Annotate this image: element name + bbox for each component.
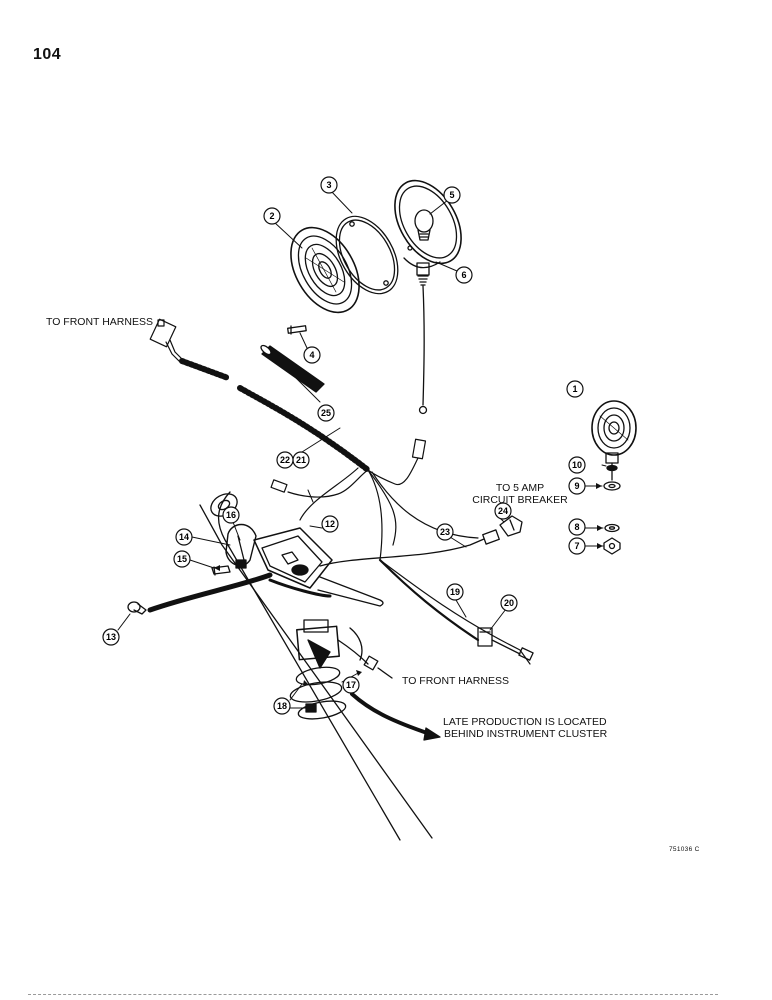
callout-4: 4 — [303, 346, 321, 364]
callout-18: 18 — [273, 697, 291, 715]
label-to-front-harness-top: TO FRONT HARNESS — [46, 316, 153, 328]
steering-column — [199, 491, 433, 841]
svg-text:4: 4 — [309, 350, 314, 360]
svg-text:7: 7 — [574, 541, 579, 551]
callout-7: 7 — [568, 537, 586, 555]
callout-5: 5 — [443, 186, 461, 204]
leader-lines — [117, 189, 607, 709]
callout-23: 23 — [436, 523, 454, 541]
svg-text:18: 18 — [277, 701, 287, 711]
signal-switch — [253, 527, 384, 607]
svg-text:16: 16 — [226, 510, 236, 520]
callout-17: 17 — [342, 676, 360, 694]
breaker-lead — [319, 515, 523, 567]
svg-text:3: 3 — [326, 180, 331, 190]
switch-terminal — [378, 558, 534, 661]
callout-16: 16 — [222, 506, 240, 524]
svg-text:12: 12 — [325, 519, 335, 529]
svg-text:2: 2 — [269, 211, 274, 221]
svg-text:6: 6 — [461, 270, 466, 280]
label-breaker-line1: TO 5 AMP — [495, 482, 545, 494]
callout-8: 8 — [568, 518, 586, 536]
leader-arrows — [214, 483, 603, 685]
svg-text:22: 22 — [280, 455, 290, 465]
svg-text:14: 14 — [179, 532, 189, 542]
side-lamp — [591, 400, 637, 481]
svg-text:21: 21 — [296, 455, 306, 465]
switch-clamp — [225, 523, 257, 569]
callout-22: 22 — [276, 451, 294, 469]
svg-text:9: 9 — [574, 481, 579, 491]
svg-text:1: 1 — [572, 384, 577, 394]
mount-screw — [127, 601, 147, 615]
lamp-hardware — [603, 464, 621, 555]
label-breaker-line2: CIRCUIT BREAKER — [472, 494, 568, 506]
label-late-production: LATE PRODUCTION IS LOCATED BEHIND INSTRU… — [443, 716, 607, 740]
lamp-bulb — [414, 209, 434, 241]
label-late-production-line2: BEHIND INSTRUMENT CLUSTER — [444, 728, 608, 740]
svg-text:25: 25 — [321, 408, 331, 418]
callout-21: 21 — [292, 451, 310, 469]
label-late-production-line1: LATE PRODUCTION IS LOCATED — [443, 716, 607, 728]
clamp-screw — [211, 565, 231, 576]
lamp-lens — [290, 226, 360, 314]
callout-15: 15 — [173, 550, 191, 568]
svg-text:5: 5 — [449, 190, 454, 200]
svg-text:23: 23 — [440, 527, 450, 537]
callout-10: 10 — [568, 456, 586, 474]
label-to-front-harness-bottom: TO FRONT HARNESS — [402, 675, 509, 687]
svg-text:8: 8 — [574, 522, 579, 532]
callout-19: 19 — [446, 583, 464, 601]
callout-12: 12 — [321, 515, 339, 533]
callouts: 1 2 3 4 5 6 7 8 9 10 12 13 14 15 16 17 1… — [102, 176, 586, 715]
svg-text:15: 15 — [177, 554, 187, 564]
callout-20: 20 — [500, 594, 518, 612]
callout-13: 13 — [102, 628, 120, 646]
lower-bracket — [289, 619, 393, 720]
lamp-housing — [394, 179, 462, 286]
callout-25: 25 — [317, 404, 335, 422]
svg-text:13: 13 — [106, 632, 116, 642]
page-number: 104 — [33, 46, 62, 63]
label-breaker: TO 5 AMP CIRCUIT BREAKER — [460, 482, 580, 506]
callout-6: 6 — [455, 266, 473, 284]
svg-text:20: 20 — [504, 598, 514, 608]
callout-24: 24 — [494, 502, 512, 520]
callout-14: 14 — [175, 528, 193, 546]
svg-text:19: 19 — [450, 587, 460, 597]
lens-screw — [287, 325, 307, 335]
bottom-rule — [28, 994, 718, 996]
callout-3: 3 — [320, 176, 338, 194]
callout-9: 9 — [568, 477, 586, 495]
lamp-gasket — [335, 215, 399, 295]
svg-text:17: 17 — [346, 680, 356, 690]
main-harness — [149, 318, 531, 665]
figure-code: 751036 C — [669, 846, 700, 853]
svg-text:10: 10 — [572, 460, 582, 470]
callout-1: 1 — [566, 380, 584, 398]
callout-2: 2 — [263, 207, 281, 225]
svg-text:24: 24 — [498, 506, 508, 516]
